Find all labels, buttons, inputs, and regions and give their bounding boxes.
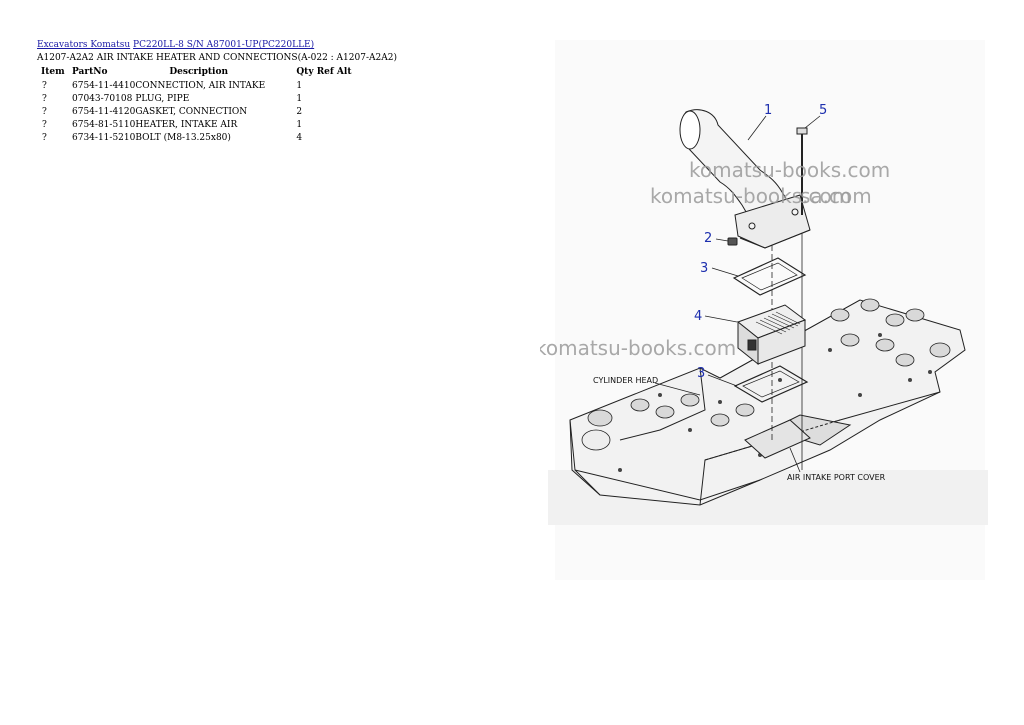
watermark: komatsu-books.com: [650, 184, 851, 208]
watermark: komatsu-books.com: [540, 336, 736, 360]
port-cover-shape: [744, 419, 811, 459]
cell-description: PLUG, PIPE: [135, 94, 190, 104]
cell-description: GASKET, CONNECTION: [135, 107, 248, 117]
parts-table: Item PartNo Description Qty Ref Alt ? 67…: [37, 66, 352, 145]
callout-3-lower: 3: [697, 366, 705, 381]
header-partno: PartNo: [72, 67, 108, 77]
breadcrumb: Excavators Komatsu PC220LL-8 S/N A87001-…: [37, 40, 314, 50]
gasket-upper: [732, 257, 807, 296]
callout-3-upper: 3: [700, 261, 708, 276]
cell-item: ?: [42, 81, 47, 91]
cell-partno: 6754-81-5110: [72, 120, 136, 130]
gasket-upper-inner: [741, 262, 798, 291]
valve-ports: [581, 298, 951, 451]
table-row: ? 07043-70108 PLUG, PIPE 1: [37, 93, 352, 106]
breadcrumb-link-category[interactable]: Excavators Komatsu: [37, 40, 131, 50]
cell-item: ?: [42, 120, 47, 130]
bolt: [796, 127, 808, 215]
cell-partno: 6754-11-4120: [72, 107, 136, 117]
cell-partno: 6754-11-4410: [72, 81, 136, 91]
callout-1: 1: [764, 103, 772, 118]
table-row: ? 6734-11-5210 BOLT (M8-13.25x80) 4: [37, 132, 352, 145]
gasket-lower: [733, 365, 809, 403]
table-row: ? 6754-11-4410 CONNECTION, AIR INTAKE 1: [37, 80, 352, 93]
leader-lines: [654, 115, 821, 473]
cell-description: CONNECTION, AIR INTAKE: [135, 81, 266, 91]
table-row: ? 6754-81-5110 HEATER, INTAKE AIR 1: [37, 119, 352, 132]
callout-4: 4: [694, 309, 702, 324]
cell-partno: 6734-11-5210: [72, 133, 136, 143]
header-description: Description: [169, 67, 228, 77]
page-title: A1207-A2A2 AIR INTAKE HEATER AND CONNECT…: [37, 53, 397, 63]
cell-description: HEATER, INTAKE AIR: [135, 120, 238, 130]
intake-heater: [736, 304, 807, 366]
callout-2: 2: [704, 231, 712, 246]
cell-item: ?: [42, 107, 47, 117]
table-header-row: Item PartNo Description Qty Ref Alt: [37, 66, 352, 80]
air-intake-connection: [679, 109, 811, 249]
callout-5: 5: [819, 103, 827, 118]
parts-diagram: 1 2 3 4 3 5 CYLINDER HEAD AIR INTAKE POR…: [540, 40, 988, 580]
gasket-lower-inner: [742, 370, 800, 398]
cell-qty: 2: [296, 107, 303, 117]
cell-qty: 1: [296, 120, 303, 130]
watermark-fragment: sa.com: [800, 184, 872, 208]
cell-qty: 1: [296, 94, 303, 104]
cell-item: ?: [42, 94, 47, 104]
label-cylinder-head: CYLINDER HEAD: [593, 376, 658, 385]
watermark: komatsu-books.com: [689, 158, 890, 182]
label-air-intake-port-cover: AIR INTAKE PORT COVER: [787, 473, 886, 482]
breadcrumb-link-model[interactable]: PC220LL-8 S/N A87001-UP(PC220LLE): [133, 40, 315, 50]
cell-description: BOLT (M8-13.25x80): [135, 133, 231, 143]
pipe-plug: [727, 237, 738, 246]
cell-item: ?: [42, 133, 47, 143]
cell-partno: 07043-70108: [72, 94, 133, 104]
header-qty: Qty Ref Alt: [296, 67, 352, 77]
cell-qty: 4: [296, 133, 303, 143]
header-item: Item: [41, 67, 65, 77]
table-row: ? 6754-11-4120 GASKET, CONNECTION 2: [37, 106, 352, 119]
cell-qty: 1: [296, 81, 303, 91]
